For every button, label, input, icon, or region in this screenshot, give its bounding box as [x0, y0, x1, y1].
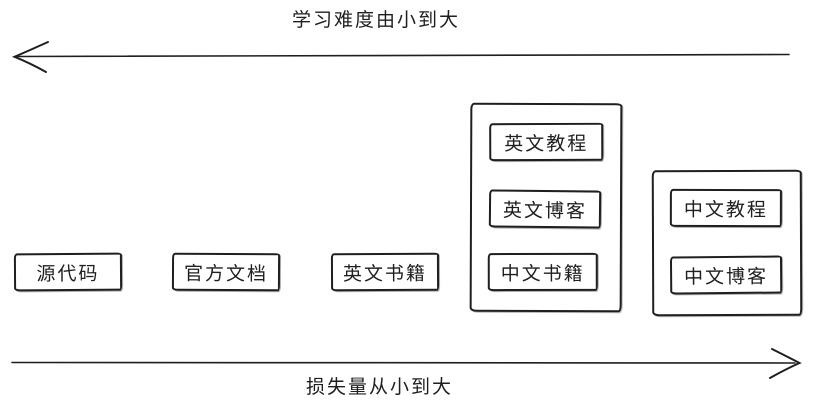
node-source-code: 源代码: [13, 252, 123, 292]
node-chinese-tutorials: 中文教程: [669, 188, 782, 228]
loss-axis-label: 损失量从小到大: [306, 377, 454, 398]
node-english-tutorials: 英文教程: [489, 122, 604, 162]
node-english-books: 英文书籍: [330, 252, 440, 292]
group-chinese-resources: 中文教程 中文博客: [651, 169, 803, 317]
node-english-blogs: 英文博客: [488, 189, 602, 229]
group-english-resources: 英文教程 英文博客 中文书籍: [469, 102, 623, 313]
node-chinese-blogs: 中文博客: [669, 255, 783, 295]
node-chinese-books: 中文书籍: [487, 252, 598, 292]
loss-arrow-right: [11, 348, 802, 379]
difficulty-arrow-left: [11, 41, 790, 73]
difficulty-axis-label: 学习难度由小到大: [292, 10, 461, 31]
node-official-docs: 官方文档: [171, 252, 281, 292]
